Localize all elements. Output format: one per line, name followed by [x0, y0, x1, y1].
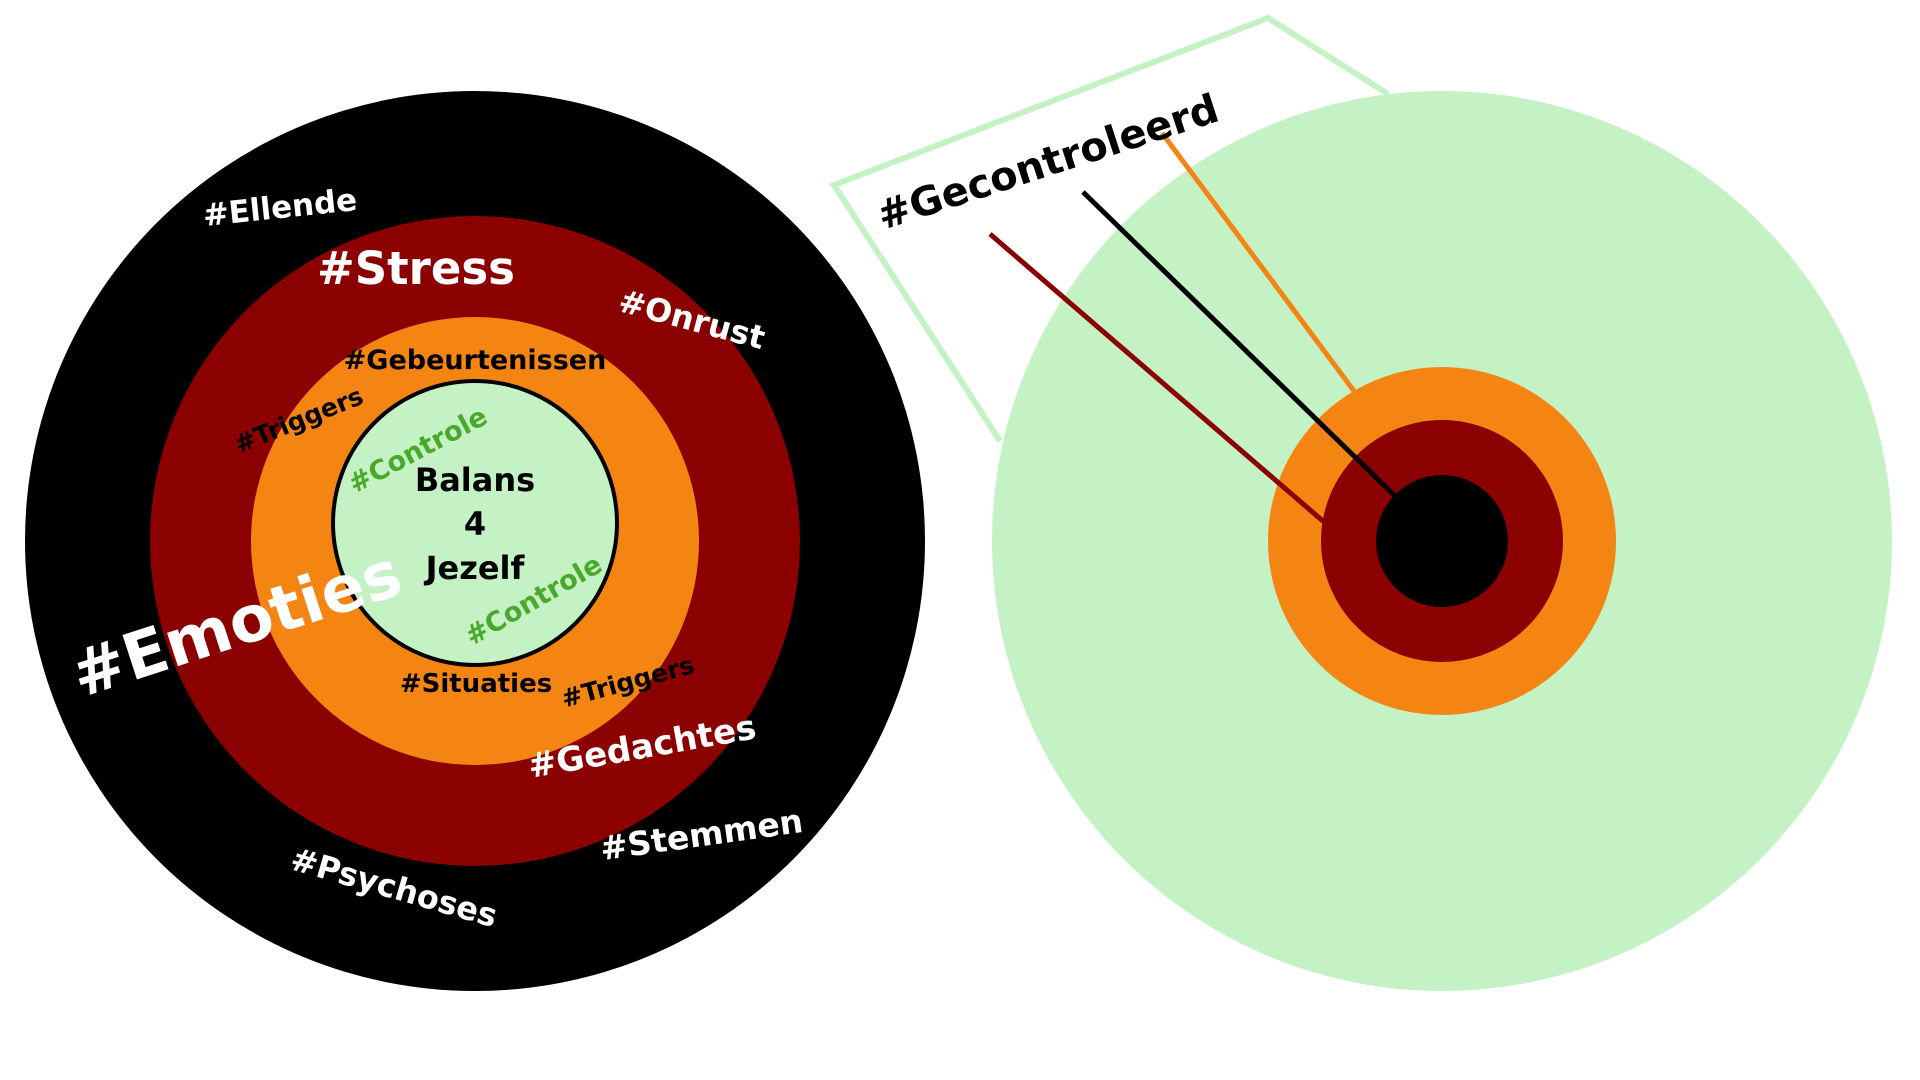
- callout-frame: [829, 14, 1390, 443]
- center-text-line-2: 4: [464, 505, 486, 543]
- left-target: #Ellende #Stress #Onrust #Gebeurtenissen…: [25, 91, 925, 991]
- pointer-line-darkred: [988, 232, 1326, 524]
- pointer-line-black: [1081, 190, 1398, 499]
- label-gebeurtenissen: #Gebeurtenissen: [344, 345, 607, 376]
- label-situaties: #Situaties: [400, 669, 552, 699]
- center-text-line-3: Jezelf: [424, 549, 526, 587]
- right-black-core: [1376, 475, 1508, 607]
- left-center-disc: [331, 379, 619, 667]
- right-target: #Gecontroleerd: [829, 14, 1892, 991]
- center-text-line-1: Balans: [415, 461, 535, 499]
- label-stress: #Stress: [317, 242, 515, 295]
- pointer-line-orange: [1159, 131, 1357, 393]
